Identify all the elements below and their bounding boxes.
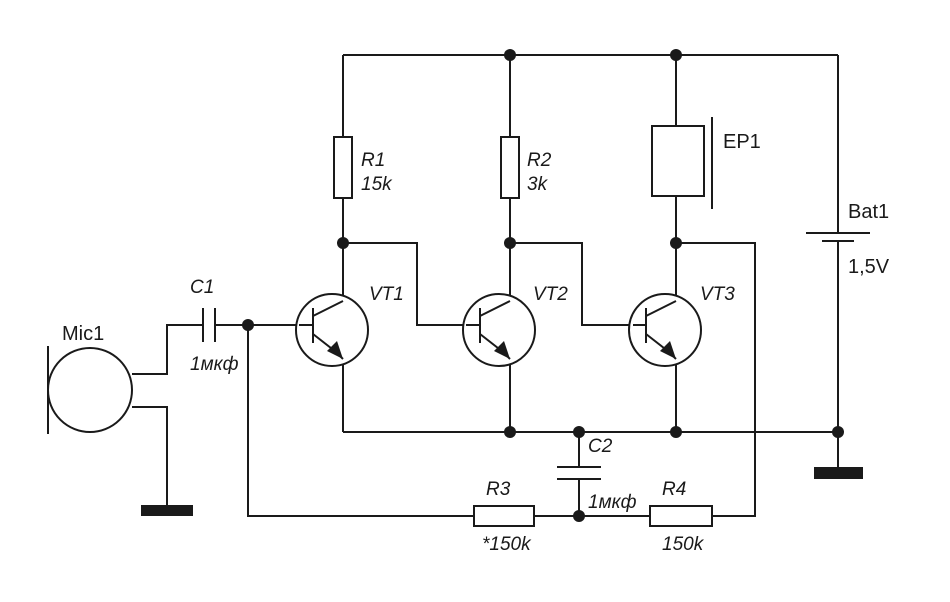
r3-label: R3 bbox=[486, 479, 511, 500]
r2-label: R2 bbox=[527, 150, 552, 171]
vt1-label: VT1 bbox=[369, 284, 404, 305]
junction-dot bbox=[670, 426, 682, 438]
junction-dot bbox=[573, 426, 585, 438]
c2-value: 1мкф bbox=[588, 492, 637, 513]
vt3-label: VT3 bbox=[700, 284, 735, 305]
ground-symbol-battery bbox=[814, 467, 863, 479]
ground-symbol-mic bbox=[141, 505, 193, 516]
capacitor-c1 bbox=[202, 308, 216, 342]
battery-bat1 bbox=[806, 232, 870, 242]
junction-dot bbox=[242, 319, 254, 331]
r2-value: 3k bbox=[527, 174, 549, 195]
transistor-vt3 bbox=[628, 293, 702, 367]
junction-dot bbox=[670, 49, 682, 61]
r4-label: R4 bbox=[662, 479, 686, 500]
bat1-label: Bat1 bbox=[848, 201, 889, 223]
r4-value: 150k bbox=[662, 534, 705, 555]
r1-label: R1 bbox=[361, 150, 385, 171]
junction-dot bbox=[832, 426, 844, 438]
junction-dot bbox=[337, 237, 349, 249]
junction-dot bbox=[504, 237, 516, 249]
resistor-r3 bbox=[473, 505, 535, 527]
capacitor-c2 bbox=[557, 466, 601, 480]
junction-dots bbox=[242, 49, 844, 522]
resistor-r4 bbox=[649, 505, 713, 527]
r3-value: *150k bbox=[482, 534, 532, 555]
junction-dot bbox=[573, 510, 585, 522]
vt2-label: VT2 bbox=[533, 284, 568, 305]
junction-dot bbox=[504, 49, 516, 61]
mic1-label: Mic1 bbox=[62, 323, 104, 345]
r1-value: 15k bbox=[361, 174, 393, 195]
transistor-vt1 bbox=[295, 293, 369, 367]
bat1-voltage: 1,5V bbox=[848, 256, 890, 278]
earphone-ep1 bbox=[651, 117, 713, 209]
resistor-r2 bbox=[500, 136, 520, 199]
c2-label: C2 bbox=[588, 436, 613, 457]
ep1-label: EP1 bbox=[723, 131, 761, 153]
junction-dot bbox=[504, 426, 516, 438]
resistor-r1 bbox=[333, 136, 353, 199]
wires bbox=[132, 54, 839, 517]
microphone-mic1 bbox=[47, 346, 133, 434]
junction-dot bbox=[670, 237, 682, 249]
transistor-vt2 bbox=[462, 293, 536, 367]
c1-value: 1мкф bbox=[190, 354, 239, 375]
c1-label: C1 bbox=[190, 277, 214, 298]
